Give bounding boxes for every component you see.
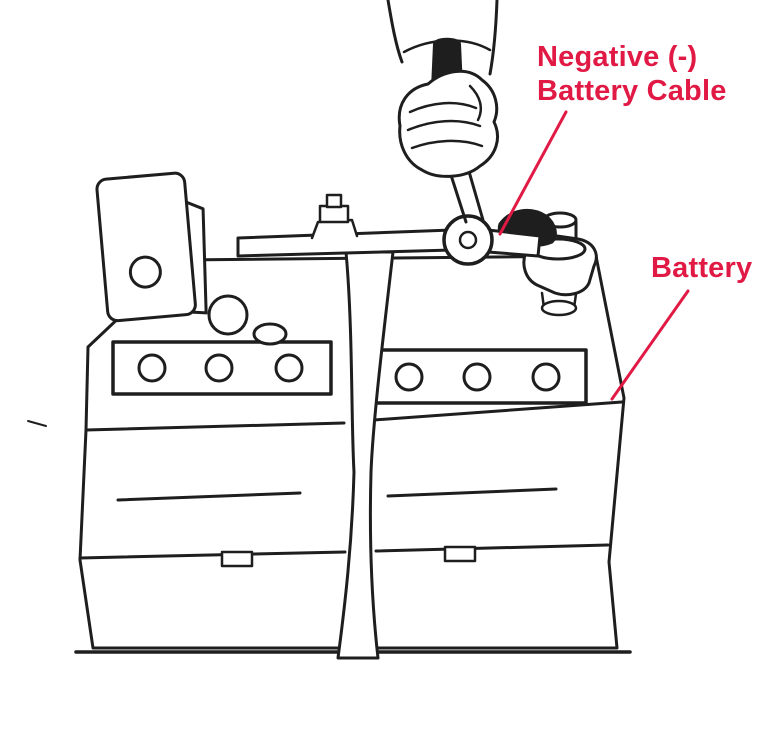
label-negative-line2: Battery Cable: [537, 74, 727, 107]
vent-cap: [204, 353, 234, 383]
leader-line-battery: [610, 289, 690, 401]
finger-lines: [406, 84, 484, 150]
ratchet-shaft: [448, 166, 485, 224]
hold-down-bracket: [95, 171, 208, 323]
filler-cap-oval: [252, 322, 288, 346]
case-tab: [220, 550, 254, 568]
label-negative-line1: Negative (-): [537, 41, 698, 73]
hand-outline: [397, 69, 499, 178]
illustration-strokes: [27, 0, 632, 660]
front-face-lines: [116, 487, 558, 502]
vent-cap: [394, 362, 424, 392]
top-front-edge: [84, 400, 624, 432]
stray-mark: [27, 420, 47, 427]
forearm-lines: [386, 0, 499, 76]
vent-cap: [462, 362, 492, 392]
hand-with-wrench: [386, 0, 499, 178]
leader-line-negative-cable: [498, 110, 568, 236]
carry-strap: [336, 250, 395, 660]
vent-cap: [274, 353, 304, 383]
battery-ledge-line: [78, 543, 610, 560]
label-battery: Battery: [651, 252, 753, 284]
bolt-on-bar: [310, 193, 359, 240]
bracket-body: [95, 171, 197, 323]
case-tab: [443, 545, 477, 563]
label-negative-battery-cable: Negative (-) Battery Cable: [537, 41, 727, 108]
vent-cap: [531, 362, 561, 392]
leader-lines: [498, 110, 690, 401]
ratchet-hub: [458, 230, 478, 250]
bracket-hole: [128, 255, 162, 289]
socket-extension: [486, 228, 542, 258]
filler-cap: [207, 294, 249, 336]
vent-cap: [137, 353, 167, 383]
